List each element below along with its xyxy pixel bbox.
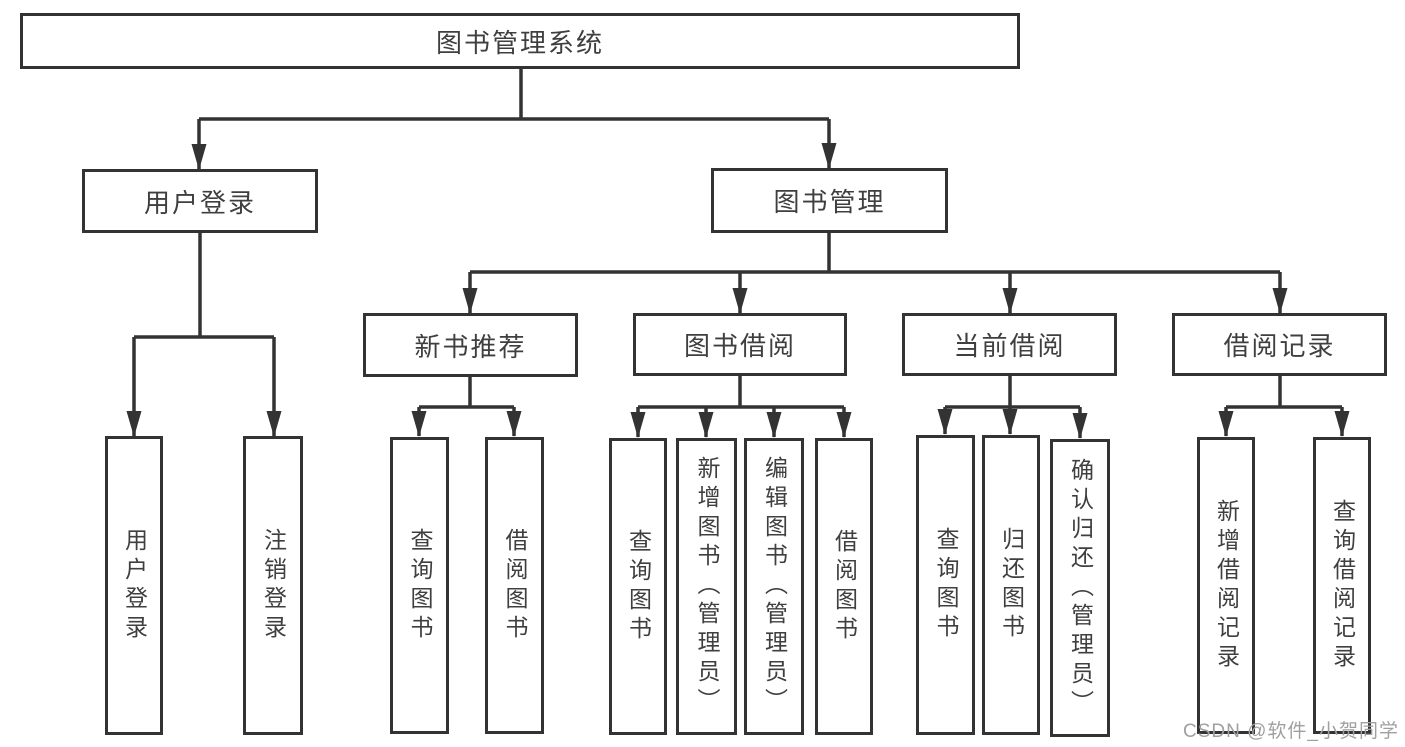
connector-new-book: [417, 377, 516, 436]
leaf-current-confirm-return-admin: 确认归还（管理员）: [1050, 439, 1110, 737]
leaf-borrow-query-books: 查询图书: [609, 438, 667, 735]
connector-current-borrow: [943, 376, 1082, 438]
leaf-logout: 注销登录: [243, 436, 303, 735]
node-borrow-records: 借阅记录: [1172, 313, 1387, 376]
arrowheads: [126, 143, 1350, 439]
connector-user-login: [132, 233, 276, 436]
leaf-newbook-borrow-books: 借阅图书: [485, 437, 544, 734]
connector-root: [197, 68, 831, 169]
leaf-user-login: 用户登录: [105, 436, 163, 735]
node-new-book-recommend: 新书推荐: [363, 313, 578, 377]
leaf-borrow-add-books-admin: 新增图书（管理员）: [676, 438, 737, 735]
leaf-newbook-query-books: 查询图书: [390, 437, 449, 734]
leaf-current-return-books: 归还图书: [982, 435, 1040, 735]
leaf-borrow-borrow-books: 借阅图书: [815, 438, 873, 735]
watermark-text: CSDN @软件_小贺同学: [1183, 721, 1399, 742]
connector-borrow-records: [1224, 376, 1344, 436]
leaf-borrow-edit-books-admin: 编辑图书（管理员）: [744, 438, 804, 735]
leaf-records-add-record: 新增借阅记录: [1197, 437, 1255, 734]
node-book-management: 图书管理: [711, 168, 948, 233]
node-library-system: 图书管理系统: [20, 13, 1020, 69]
node-book-borrow: 图书借阅: [633, 313, 847, 376]
node-current-borrow: 当前借阅: [902, 313, 1117, 376]
connector-book-borrow: [636, 376, 846, 437]
leaf-current-query-books: 查询图书: [916, 435, 975, 735]
node-user-login: 用户登录: [82, 169, 318, 233]
leaf-records-query-record: 查询借阅记录: [1313, 437, 1371, 734]
connector-book-management: [468, 233, 1282, 313]
